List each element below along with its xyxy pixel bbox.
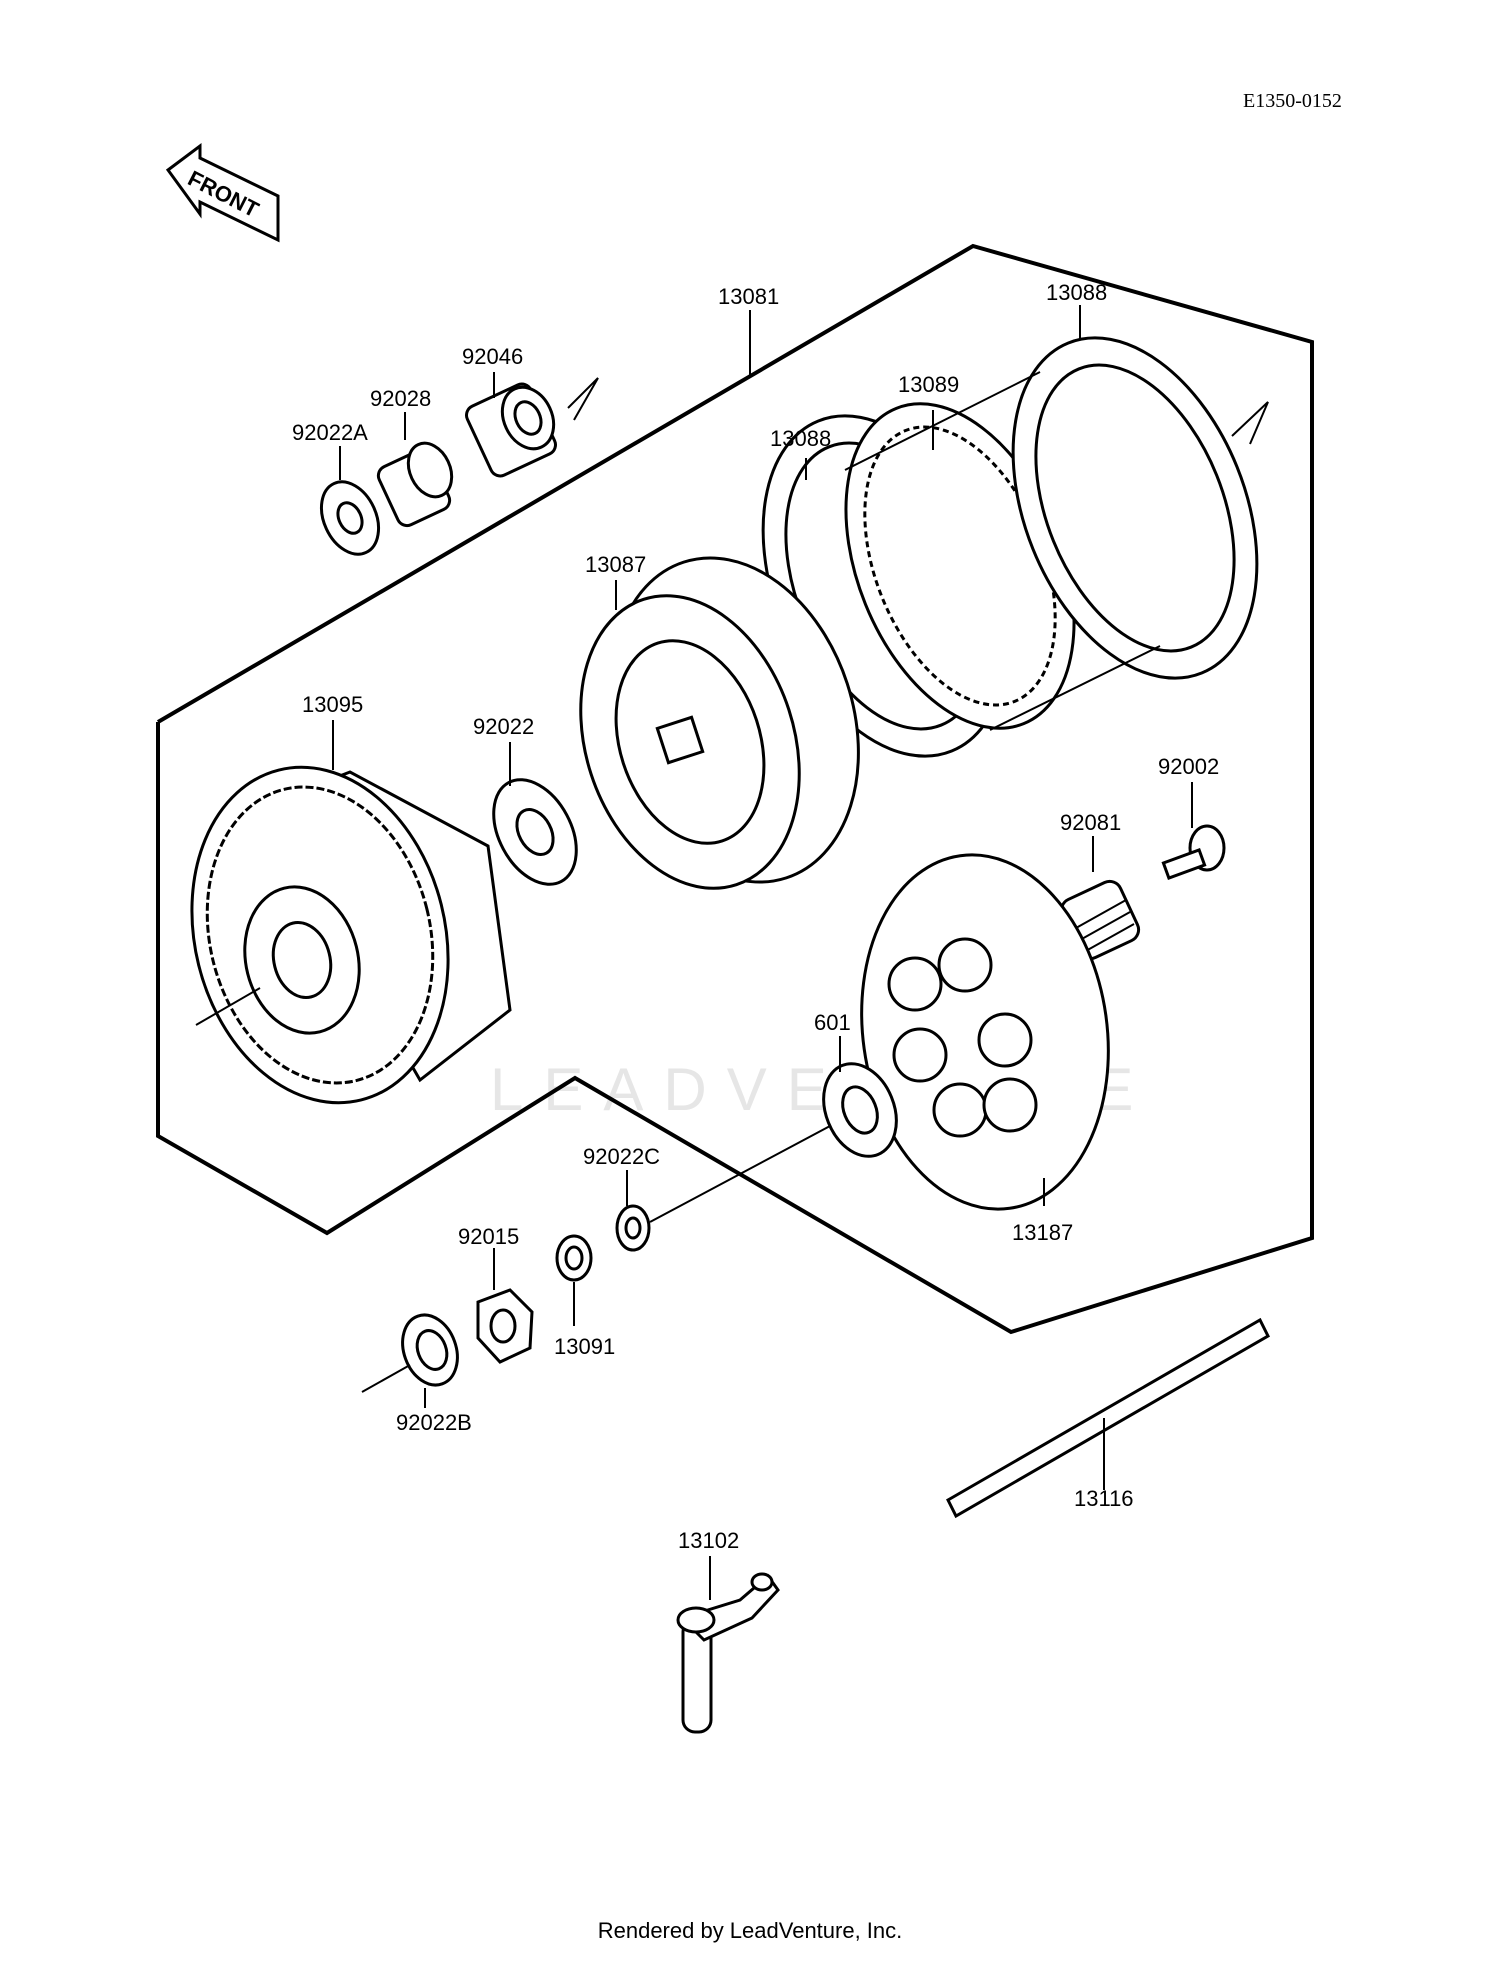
label-92022a: 92022A bbox=[292, 420, 368, 445]
ball-bearing-601 bbox=[822, 1062, 898, 1158]
label-92022c: 92022C bbox=[583, 1144, 660, 1169]
label-92022: 92022 bbox=[473, 714, 534, 739]
front-arrow-icon: FRONT bbox=[165, 143, 280, 243]
label-92081: 92081 bbox=[1060, 810, 1121, 835]
label-13102: 13102 bbox=[678, 1528, 739, 1553]
assembly-outline bbox=[156, 243, 1314, 1335]
plate-stack-guides bbox=[844, 371, 1161, 731]
label-13081: 13081 bbox=[718, 284, 779, 309]
leader-lines bbox=[332, 305, 1193, 1600]
label-92022b: 92022B bbox=[396, 1410, 472, 1435]
footer-credit: Rendered by LeadVenture, Inc. bbox=[597, 1918, 903, 1943]
label-13088-front: 13088 bbox=[770, 426, 831, 451]
washer-92022a bbox=[319, 480, 381, 556]
label-13089: 13089 bbox=[898, 372, 959, 397]
label-92015: 92015 bbox=[458, 1224, 519, 1249]
washer-92022 bbox=[492, 778, 578, 886]
washer-92022c bbox=[615, 1125, 831, 1252]
lock-washer-92022b bbox=[361, 1313, 459, 1393]
clutch-housing-13095 bbox=[190, 765, 512, 1105]
label-13116: 13116 bbox=[1074, 1486, 1134, 1511]
label-13088-rear: 13088 bbox=[1046, 280, 1107, 305]
release-lever-13102 bbox=[676, 1572, 780, 1734]
pressure-plate-13187 bbox=[860, 853, 1110, 1211]
label-92028: 92028 bbox=[370, 386, 431, 411]
label-13095: 13095 bbox=[302, 692, 363, 717]
label-13091: 13091 bbox=[554, 1334, 615, 1359]
label-92046: 92046 bbox=[462, 344, 523, 369]
label-13087: 13087 bbox=[585, 552, 646, 577]
label-601: 601 bbox=[814, 1010, 851, 1035]
diagram-code: E1350-0152 bbox=[1243, 90, 1342, 112]
bolt-92002 bbox=[1161, 824, 1226, 880]
friction-plate-13088-rear bbox=[1011, 336, 1269, 680]
clutch-hub-13087 bbox=[579, 556, 860, 890]
label-13187: 13187 bbox=[1012, 1220, 1073, 1245]
sleeve-92028 bbox=[376, 441, 454, 528]
needle-bearing-92046 bbox=[465, 377, 599, 478]
collar-13091 bbox=[555, 1234, 593, 1282]
label-92002: 92002 bbox=[1158, 754, 1219, 779]
nut-92015 bbox=[476, 1288, 534, 1364]
